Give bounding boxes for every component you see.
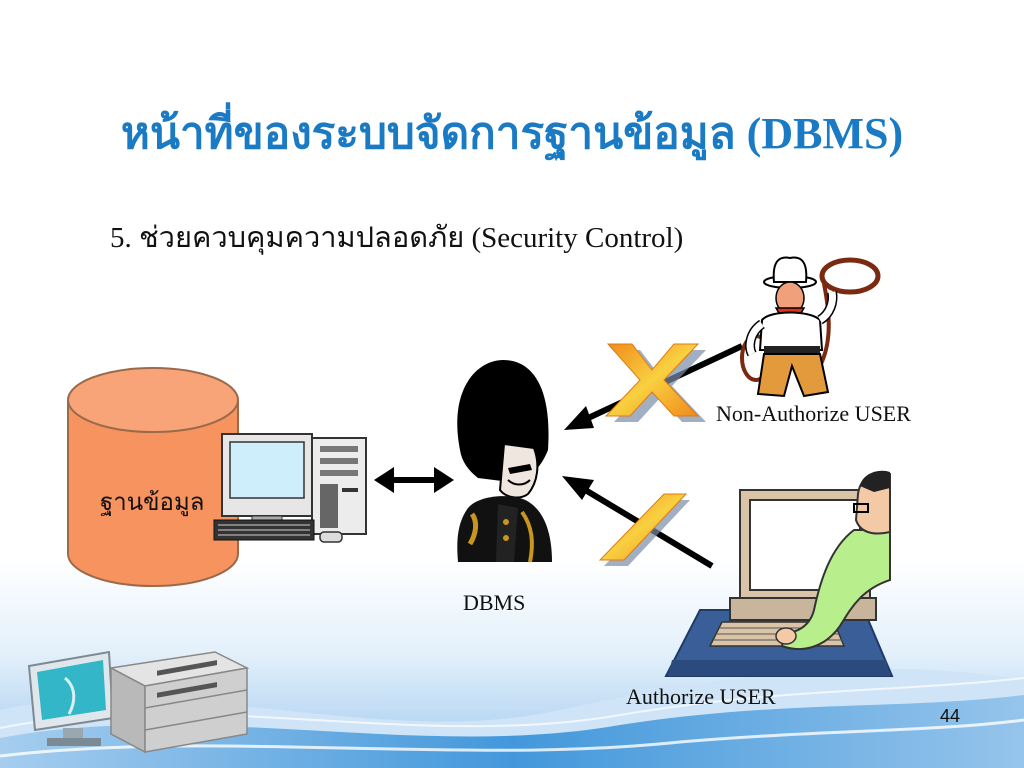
authorized-user-label: Authorize USER bbox=[626, 684, 776, 709]
cowboy-icon bbox=[740, 256, 881, 398]
workstation-icon bbox=[27, 650, 250, 754]
page-number: 44 bbox=[940, 706, 961, 726]
double-arrow-icon bbox=[374, 467, 454, 493]
dbms-label: DBMS bbox=[463, 590, 526, 615]
allowed-slash-mark-icon bbox=[598, 493, 690, 566]
non-authorized-user-label: Non-Authorize USER bbox=[716, 401, 911, 426]
denied-x-mark-icon bbox=[604, 343, 706, 422]
database-cylinder-icon bbox=[67, 367, 239, 587]
guard-icon bbox=[457, 360, 552, 563]
slide-subtitle: 5. ช่วยควบคุมความปลอดภัย (Security Contr… bbox=[110, 222, 684, 254]
desktop-computer-icon bbox=[213, 433, 367, 543]
slide-title: หน้าที่ของระบบจัดการฐานข้อมูล (DBMS) bbox=[120, 109, 904, 158]
office-user-icon bbox=[664, 470, 894, 677]
database-label: ฐานข้อมูล bbox=[100, 490, 205, 516]
